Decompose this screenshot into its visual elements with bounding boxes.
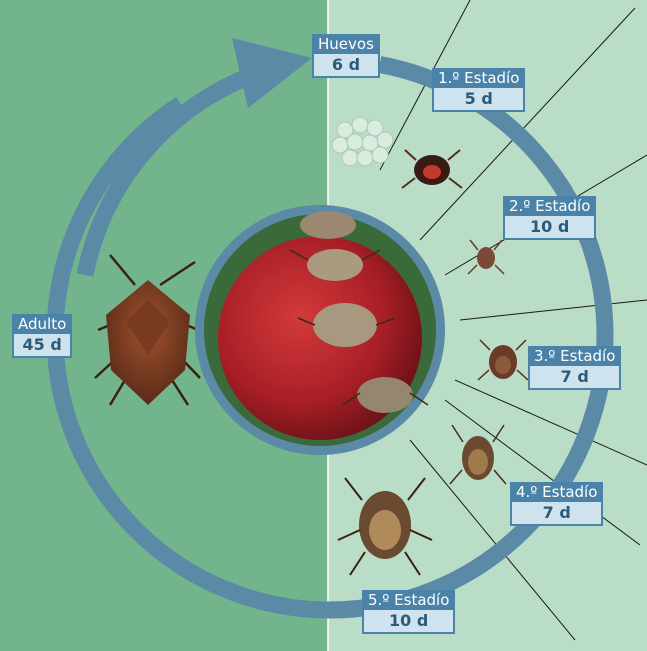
stage-name: 3.º Estadío [528,346,621,366]
stage-label-instar3: 3.º Estadío 7 d [528,346,621,390]
stage-label-instar2: 2.º Estadío 10 d [503,196,596,240]
stage-duration: 5 d [432,88,525,112]
stage-label-instar1: 1.º Estadío 5 d [432,68,525,112]
stage-name: 4.º Estadío [510,482,603,502]
stage-name: 1.º Estadío [432,68,525,88]
stage-name: Adulto [12,314,72,334]
stage-duration: 7 d [528,366,621,390]
stage-label-eggs: Huevos 6 d [312,34,380,78]
stage-duration: 7 d [510,502,603,526]
stage-name: 2.º Estadío [503,196,596,216]
stage-label-instar4: 4.º Estadío 7 d [510,482,603,526]
stage-duration: 45 d [12,334,72,358]
stage-label-instar5: 5.º Estadío 10 d [362,590,455,634]
stage-duration: 10 d [503,216,596,240]
stage-label-adult: Adulto 45 d [12,314,72,358]
stage-duration: 6 d [312,54,380,78]
stage-name: 5.º Estadío [362,590,455,610]
stage-name: Huevos [312,34,380,54]
stage-duration: 10 d [362,610,455,634]
